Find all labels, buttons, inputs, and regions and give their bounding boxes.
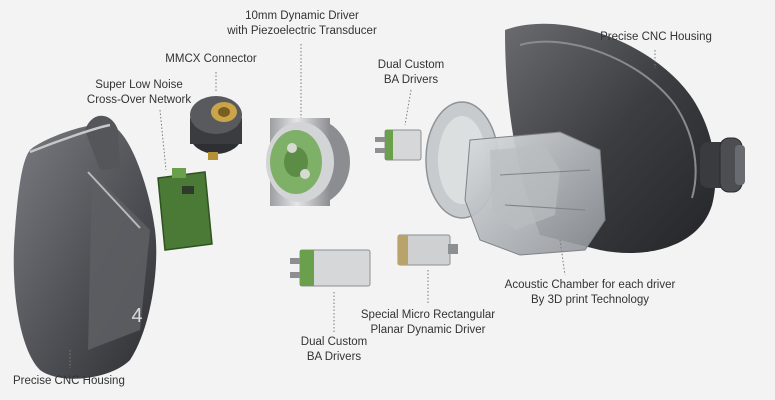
cnc-faceplate-icon (13, 115, 157, 379)
acoustic-chamber-icon (425, 101, 606, 256)
leader-lines (69, 44, 656, 368)
label-acoustic-chamber: Acoustic Chamber for each driver By 3D p… (504, 279, 676, 306)
label-cnc-housing-top: Precise CNC Housing (600, 31, 712, 43)
ba-driver-icon (375, 129, 422, 161)
ba-driver-icon (290, 249, 371, 287)
label-mmcx-connector: MMCX Connector (165, 53, 257, 65)
label-ba-drivers-top: Dual Custom BA Drivers (377, 59, 445, 86)
planar-driver-icon (397, 234, 458, 266)
label-cnc-housing-bottom: Precise CNC Housing (13, 375, 125, 387)
dynamic-driver-icon (266, 118, 350, 206)
label-ba-drivers-bottom: Dual Custom BA Drivers (300, 336, 368, 363)
pcb-board-icon (157, 168, 213, 251)
label-dynamic-driver: 10mm Dynamic Driver with Piezoelectric T… (227, 10, 377, 37)
label-planar-driver: Special Micro Rectangular Planar Dynamic… (360, 309, 496, 336)
faceplate-logo: 4 (131, 305, 142, 327)
label-crossover-network: Super Low Noise Cross-Over Network (86, 79, 192, 106)
mmcx-connector-icon (190, 96, 242, 160)
